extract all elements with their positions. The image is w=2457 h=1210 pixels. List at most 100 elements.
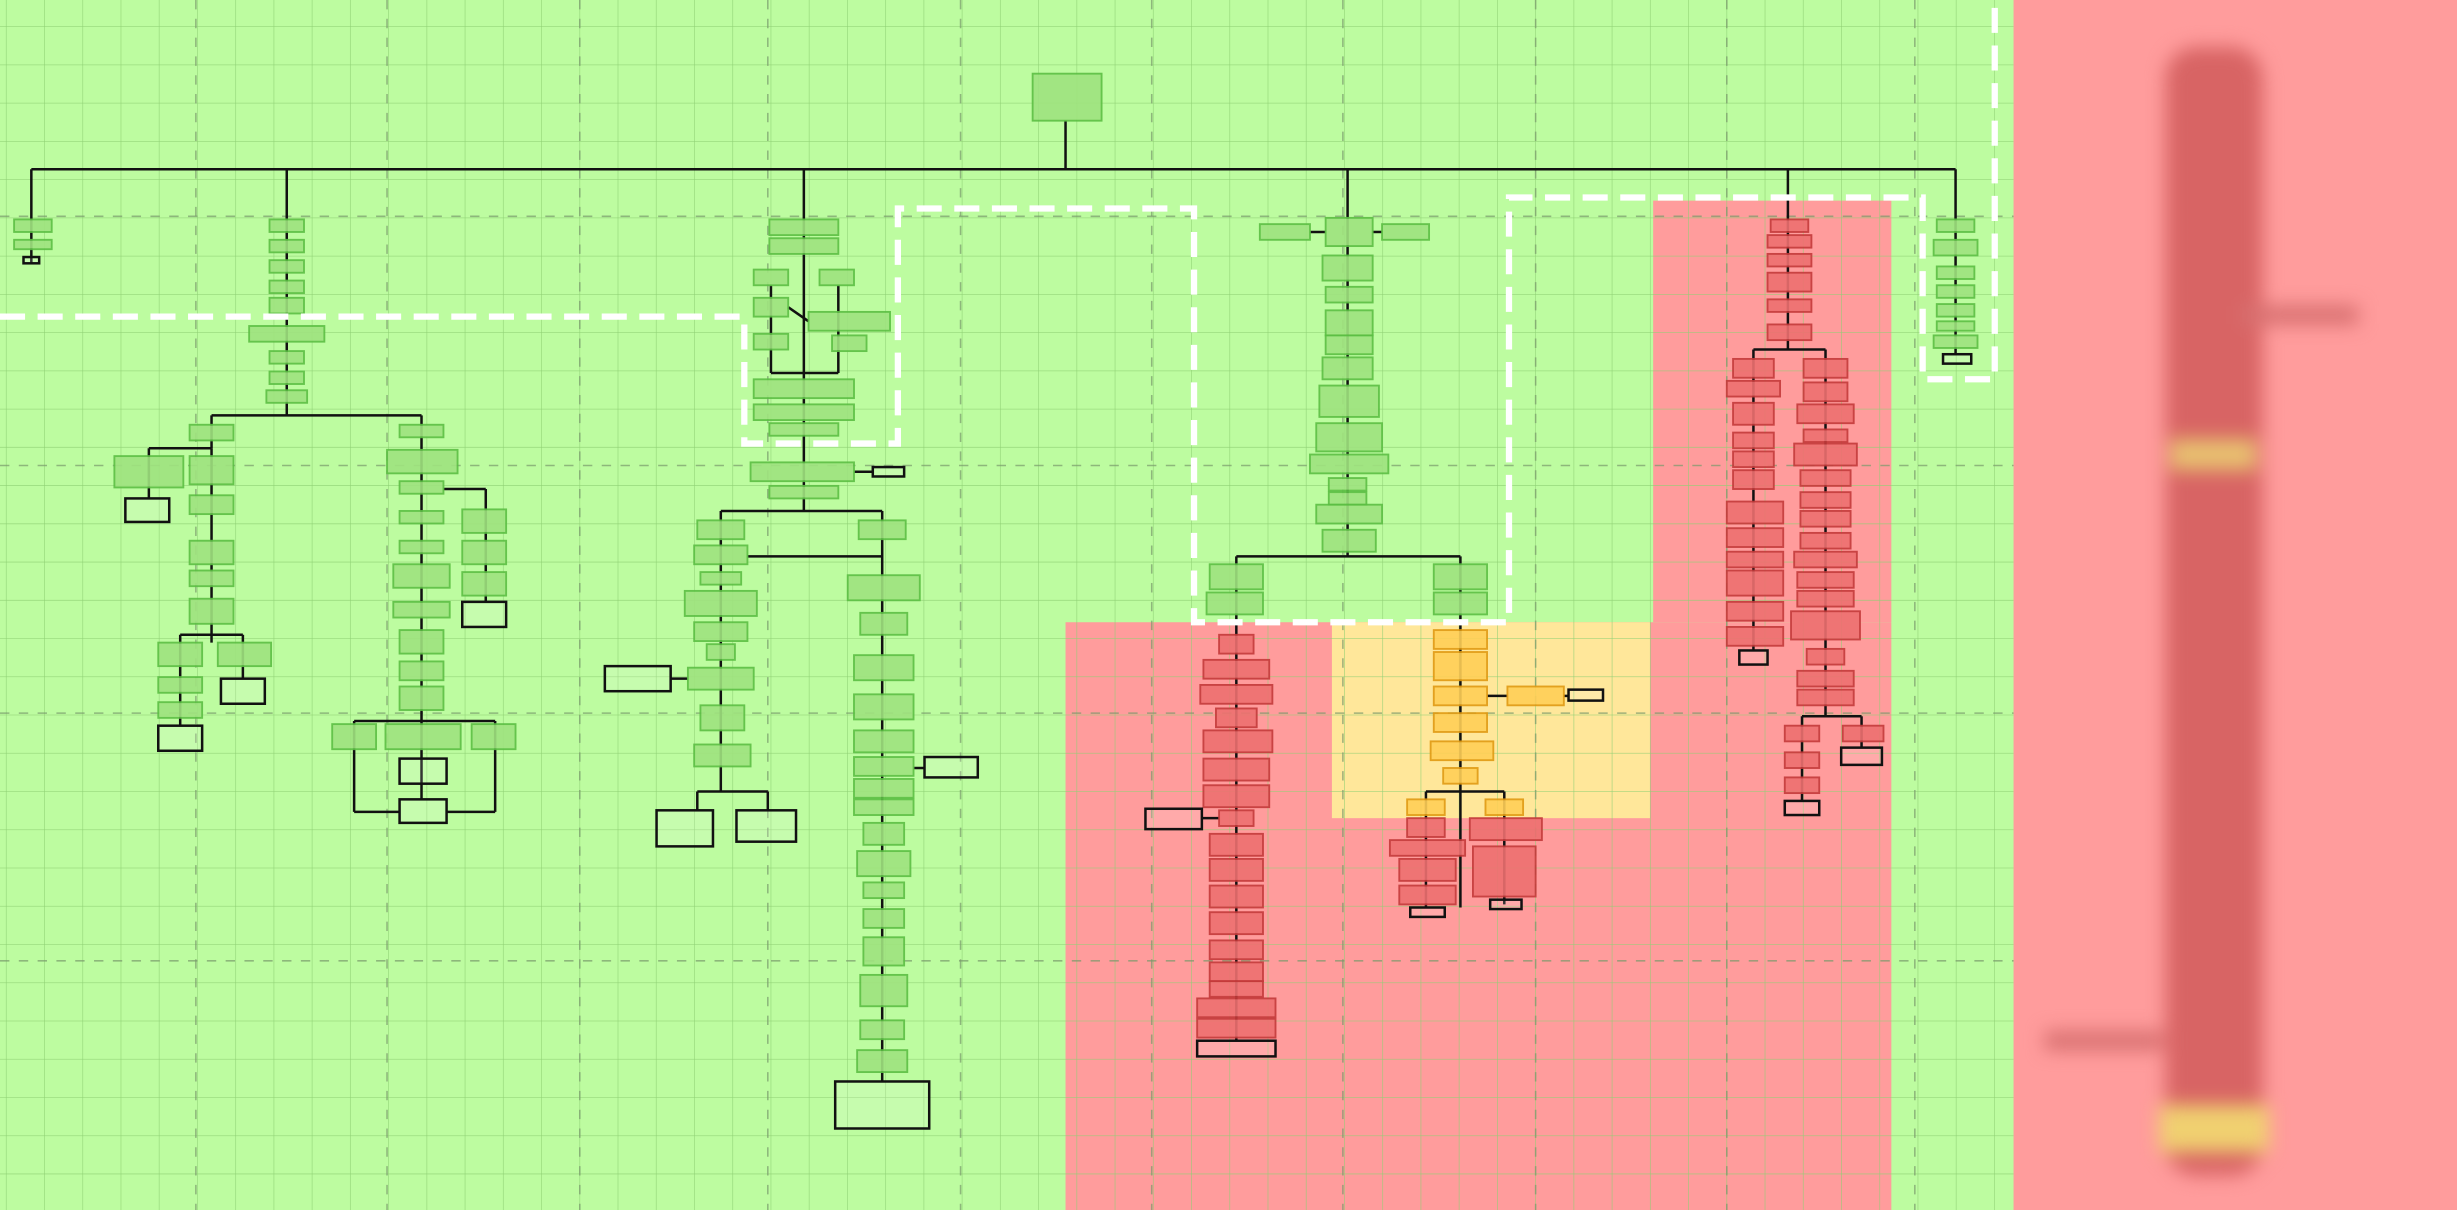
- flow-node[interactable]: [392, 563, 451, 589]
- flow-node[interactable]: [749, 461, 855, 483]
- flow-node[interactable]: [461, 571, 508, 597]
- flow-node-red[interactable]: [1725, 500, 1785, 525]
- flow-node-red[interactable]: [1388, 839, 1467, 857]
- flow-node-red[interactable]: [1218, 809, 1255, 827]
- flow-node[interactable]: [752, 296, 790, 318]
- flow-node[interactable]: [398, 423, 445, 439]
- flow-node[interactable]: [188, 597, 235, 625]
- flow-node[interactable]: [1432, 591, 1488, 616]
- flow-node-red[interactable]: [1202, 784, 1271, 809]
- flow-node[interactable]: [398, 629, 445, 655]
- flow-node[interactable]: [113, 455, 185, 489]
- flow-node[interactable]: [752, 268, 790, 287]
- flow-node-red[interactable]: [1202, 729, 1274, 754]
- flow-node-red[interactable]: [1796, 403, 1855, 425]
- flow-node-red[interactable]: [1799, 469, 1852, 487]
- right-preview-panel[interactable]: [2013, 0, 2457, 1210]
- flow-node[interactable]: [265, 389, 309, 404]
- terminal-node[interactable]: [398, 757, 448, 785]
- flow-node-red[interactable]: [1732, 450, 1775, 469]
- terminal-node[interactable]: [871, 465, 906, 478]
- terminal-node[interactable]: [1567, 688, 1605, 702]
- flow-node[interactable]: [398, 480, 445, 495]
- terminal-node[interactable]: [1941, 352, 1973, 365]
- flow-node[interactable]: [470, 723, 517, 751]
- flow-node-orange[interactable]: [1429, 740, 1495, 762]
- flow-node-red[interactable]: [1208, 857, 1264, 882]
- flow-node-red[interactable]: [1472, 845, 1537, 898]
- flow-node[interactable]: [13, 238, 53, 251]
- flow-node[interactable]: [1258, 223, 1311, 241]
- terminal-node[interactable]: [1488, 898, 1523, 911]
- flow-node-red[interactable]: [1725, 379, 1782, 398]
- terminal-node[interactable]: [461, 600, 508, 629]
- flow-node-red[interactable]: [1406, 817, 1446, 838]
- flow-node[interactable]: [853, 654, 915, 682]
- flow-node-red[interactable]: [1841, 724, 1885, 743]
- flow-node-red[interactable]: [1725, 550, 1785, 569]
- flow-node[interactable]: [157, 701, 204, 719]
- flow-node[interactable]: [1321, 356, 1374, 381]
- flow-node-red[interactable]: [1732, 469, 1775, 490]
- flow-node-red[interactable]: [1799, 510, 1852, 528]
- flow-node-red[interactable]: [1215, 707, 1258, 729]
- flow-node-red[interactable]: [1208, 884, 1264, 909]
- flow-node-red[interactable]: [1732, 401, 1775, 426]
- flow-node[interactable]: [331, 723, 378, 751]
- flow-node[interactable]: [1208, 563, 1264, 591]
- terminal-node[interactable]: [923, 755, 980, 779]
- flow-node-red[interactable]: [1202, 757, 1271, 782]
- terminal-node[interactable]: [1783, 799, 1821, 817]
- flow-node[interactable]: [699, 704, 746, 732]
- flow-node-red[interactable]: [1725, 626, 1785, 647]
- flow-node[interactable]: [188, 494, 235, 516]
- flow-node-red[interactable]: [1208, 961, 1264, 983]
- flow-node[interactable]: [1315, 422, 1384, 453]
- flow-node-orange[interactable]: [1432, 651, 1488, 682]
- flow-node-red[interactable]: [1766, 271, 1813, 293]
- terminal-node[interactable]: [22, 255, 41, 265]
- flow-node[interactable]: [268, 296, 305, 315]
- flow-node[interactable]: [853, 729, 915, 754]
- flow-node[interactable]: [1324, 216, 1374, 248]
- flow-node-red[interactable]: [1468, 817, 1543, 842]
- terminal-node[interactable]: [157, 724, 204, 753]
- flow-node[interactable]: [1324, 309, 1374, 337]
- flow-node[interactable]: [768, 237, 840, 255]
- flow-node[interactable]: [752, 403, 855, 421]
- flow-node-red[interactable]: [1802, 428, 1849, 443]
- flow-node-orange[interactable]: [1432, 712, 1488, 733]
- terminal-node[interactable]: [219, 677, 267, 705]
- flow-node[interactable]: [268, 238, 305, 254]
- flow-node-red[interactable]: [1218, 633, 1255, 655]
- flow-node[interactable]: [1381, 223, 1431, 241]
- flow-node-red[interactable]: [1725, 600, 1785, 622]
- flow-node[interactable]: [862, 881, 906, 900]
- flow-node[interactable]: [768, 218, 840, 237]
- flow-node[interactable]: [1327, 491, 1368, 506]
- flow-node-red[interactable]: [1199, 683, 1274, 705]
- flow-node-red[interactable]: [1196, 1017, 1277, 1039]
- flow-node[interactable]: [1318, 384, 1380, 418]
- flow-node[interactable]: [768, 422, 840, 437]
- flow-node[interactable]: [1935, 284, 1976, 299]
- flow-node[interactable]: [857, 519, 907, 541]
- flow-node[interactable]: [1932, 238, 1979, 257]
- flow-node[interactable]: [13, 218, 53, 233]
- flow-node-red[interactable]: [1725, 569, 1785, 597]
- flow-node-red[interactable]: [1208, 939, 1264, 961]
- flow-node[interactable]: [216, 641, 273, 668]
- flow-node[interactable]: [188, 455, 235, 486]
- root-node[interactable]: [1031, 72, 1103, 122]
- flow-node[interactable]: [398, 510, 445, 525]
- flow-node[interactable]: [693, 621, 749, 642]
- terminal-node[interactable]: [735, 809, 798, 843]
- flow-node[interactable]: [398, 539, 445, 555]
- flow-node[interactable]: [1432, 563, 1488, 591]
- flow-node[interactable]: [461, 539, 508, 566]
- flow-node[interactable]: [752, 378, 855, 400]
- terminal-node[interactable]: [124, 497, 171, 524]
- flow-node-red[interactable]: [1796, 688, 1855, 707]
- flow-node[interactable]: [268, 218, 305, 233]
- flow-node[interactable]: [1324, 334, 1374, 356]
